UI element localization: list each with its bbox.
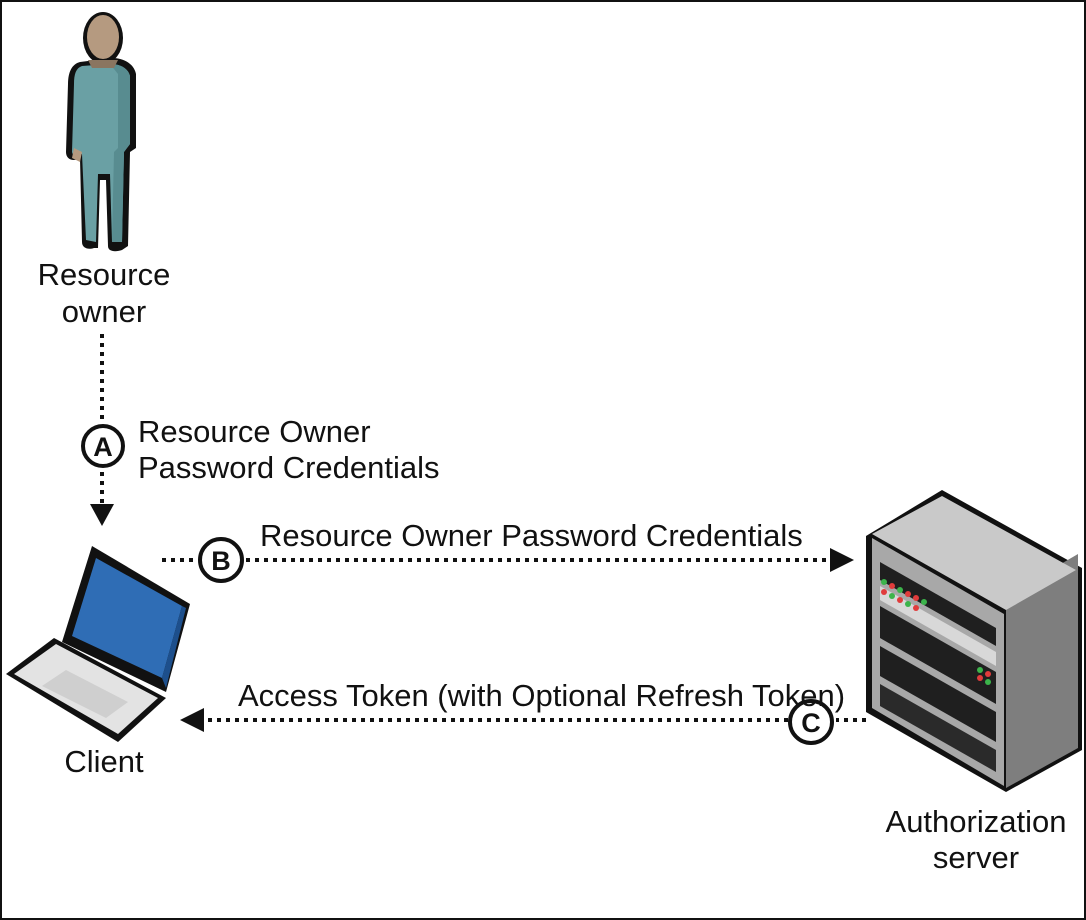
step-c-letter: C (801, 708, 821, 738)
server-rack-icon (866, 490, 1082, 792)
client-label: Client (64, 744, 144, 779)
step-b-arrow (162, 548, 854, 572)
step-c-label: Access Token (with Optional Refresh Toke… (238, 678, 845, 713)
resource-owner-icon (66, 12, 136, 252)
server-led-lights (881, 579, 991, 685)
resource-owner-label-line1: Resource (38, 257, 171, 292)
authorization-server-label-line1: Authorization (886, 804, 1067, 839)
resource-owner-label-line2: owner (62, 294, 146, 329)
step-a-label-line2: Password Credentials (138, 450, 440, 485)
step-b-letter: B (211, 546, 231, 576)
step-a-marker: A (81, 424, 125, 468)
step-a-label-line1: Resource Owner (138, 414, 371, 449)
laptop-icon (6, 546, 190, 742)
step-c-marker: C (788, 699, 834, 745)
authorization-server-label-line2: server (933, 840, 1019, 875)
step-b-marker: B (198, 537, 244, 583)
step-a-letter: A (93, 432, 113, 462)
step-a-arrow (90, 334, 114, 526)
step-c-arrow (180, 708, 866, 732)
step-b-label: Resource Owner Password Credentials (260, 518, 803, 553)
